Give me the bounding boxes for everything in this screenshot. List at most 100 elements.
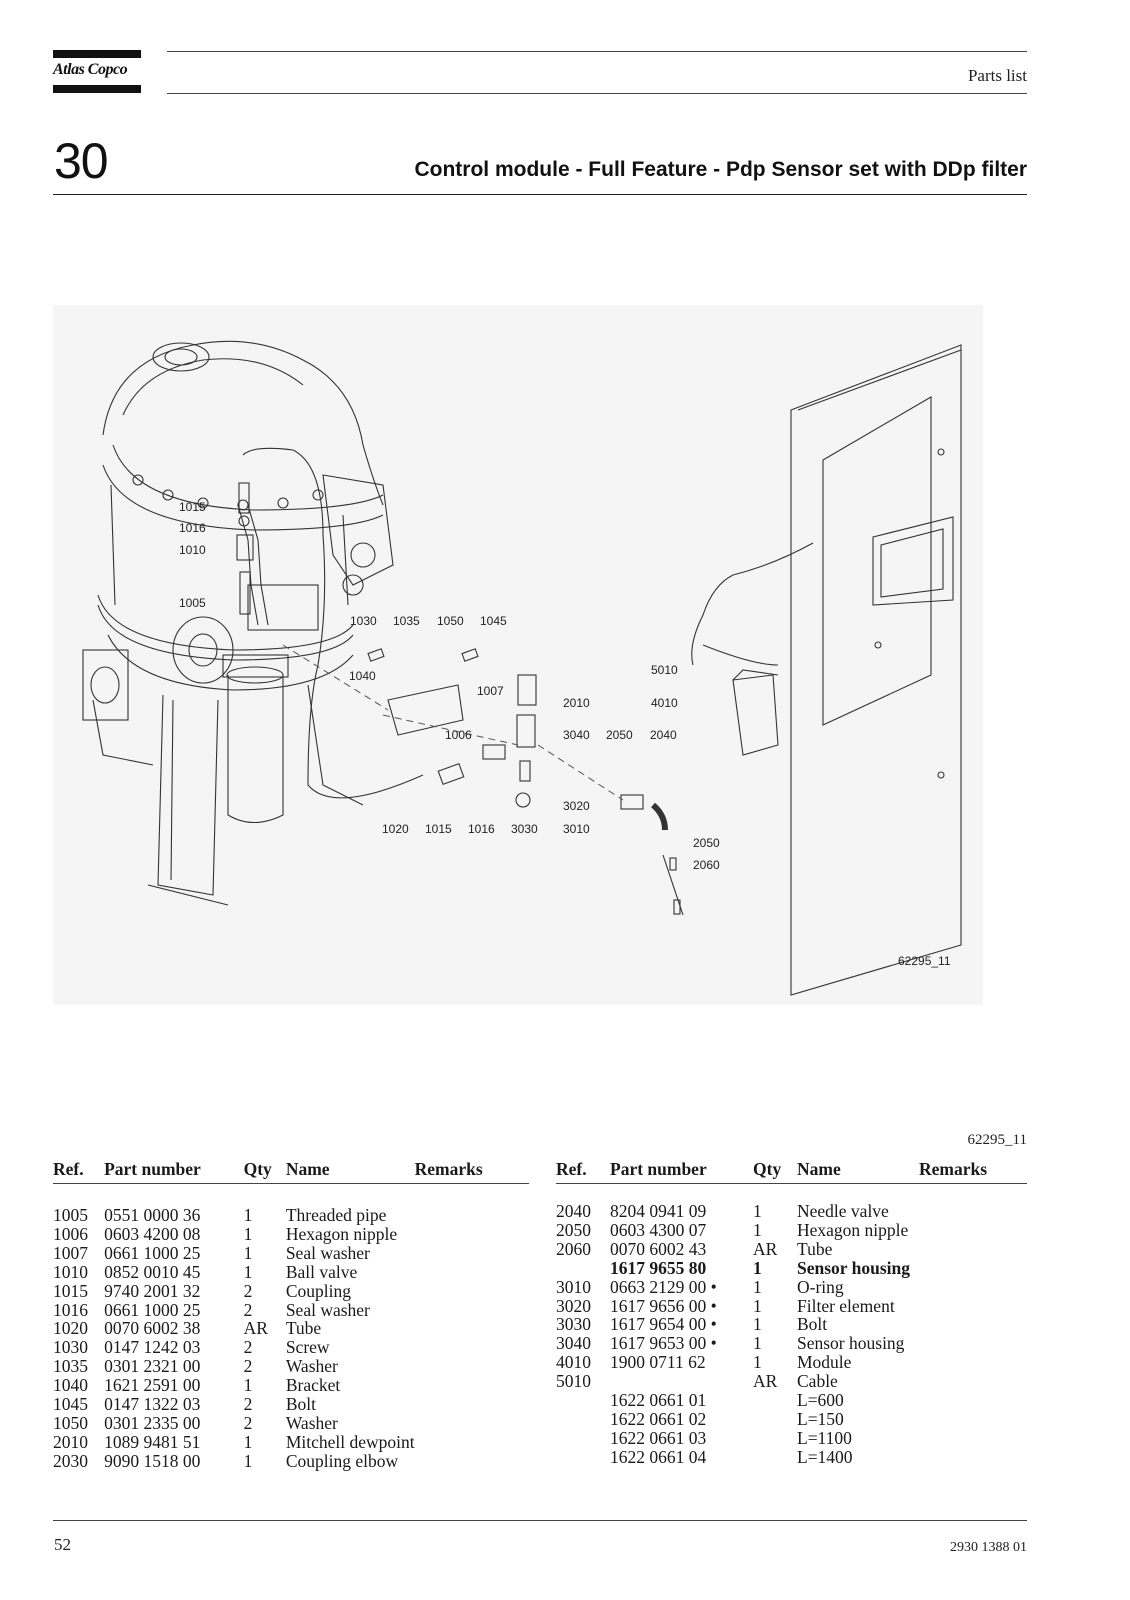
cell-qty — [753, 1429, 797, 1448]
cell-part: 1089 9481 51 — [104, 1431, 201, 1452]
cell-name: Tube — [797, 1238, 833, 1259]
cell-remarks — [415, 1225, 529, 1244]
cell-part: 0603 4200 08 — [104, 1223, 201, 1244]
cell-qty: 1 — [753, 1333, 762, 1354]
cell-name: Bolt — [797, 1314, 828, 1335]
cell-remarks — [919, 1372, 1027, 1391]
cell-part: 0852 0010 45 — [104, 1261, 201, 1282]
cell-remarks — [415, 1282, 529, 1301]
cell-part: 9090 1518 00 — [104, 1450, 201, 1471]
cell-name: Bracket — [285, 1375, 341, 1396]
callout-1045: 1045 — [480, 614, 507, 628]
cell-remarks — [919, 1297, 1027, 1316]
cell-ref: 1010 — [53, 1261, 88, 1282]
cell-name: Washer — [285, 1356, 338, 1377]
cell-name: Seal washer — [285, 1299, 370, 1320]
callout-1016: 1016 — [179, 521, 206, 535]
callout-1020: 1020 — [382, 822, 409, 836]
header-rule-bottom — [167, 93, 1027, 94]
callout-1010: 1010 — [179, 543, 206, 557]
exploded-view-drawing: 1015 1016 1010 1005 1030 1035 1050 1045 … — [53, 305, 983, 1005]
cell-ref: 4010 — [556, 1352, 591, 1373]
cell-name: Module — [797, 1352, 852, 1373]
header-part-number: Part number — [104, 1159, 244, 1184]
header-ref: Ref. — [53, 1159, 105, 1184]
callout-1015: 1015 — [179, 500, 206, 514]
cell-ref: 5010 — [556, 1371, 591, 1392]
assembly-lines — [282, 644, 624, 801]
cell-name: Mitchell dewpoint — [285, 1431, 415, 1452]
cell-name: L=600 — [797, 1390, 844, 1411]
cell-qty: 2 — [243, 1337, 253, 1358]
drawing-id: 62295_11 — [898, 954, 951, 968]
cell-qty: 1 — [753, 1219, 762, 1240]
cell-remarks — [415, 1244, 529, 1263]
callout-1050: 1050 — [437, 614, 464, 628]
cell-remarks — [919, 1334, 1027, 1353]
cell-ref — [556, 1410, 610, 1429]
cell-ref: 1016 — [53, 1299, 88, 1320]
cell-remarks — [415, 1301, 529, 1320]
cell-ref: 2010 — [53, 1431, 88, 1452]
cell-remarks — [415, 1319, 529, 1338]
cell-qty: 2 — [243, 1356, 253, 1377]
cell-ref: 1035 — [53, 1356, 88, 1377]
cell-remarks — [919, 1202, 1027, 1221]
callout-1007: 1007 — [477, 684, 504, 698]
header-name: Name — [285, 1159, 415, 1184]
cell-part: 0603 4300 07 — [610, 1219, 707, 1240]
cell-remarks — [415, 1338, 529, 1357]
cell-part: 1900 0711 62 — [610, 1352, 706, 1373]
callout-3040: 3040 — [563, 728, 590, 742]
cell-ref: 1050 — [53, 1412, 88, 1433]
cell-name: Hexagon nipple — [285, 1223, 398, 1244]
cell-name: O-ring — [797, 1276, 844, 1297]
cell-remarks — [415, 1357, 529, 1376]
cell-ref: 3030 — [556, 1314, 591, 1335]
cell-name: Coupling elbow — [285, 1450, 399, 1471]
cell-name: Washer — [285, 1412, 338, 1433]
footer-rule — [53, 1520, 1027, 1521]
cell-remarks — [919, 1278, 1027, 1297]
cell-name: Filter element — [797, 1295, 895, 1316]
header-part-number: Part number — [610, 1159, 753, 1184]
cell-name: Cable — [797, 1371, 838, 1392]
header-qty: Qty — [243, 1159, 286, 1184]
cell-qty: 1 — [753, 1201, 762, 1221]
cell-part — [610, 1372, 753, 1391]
cell-part: 0663 2129 00 • — [610, 1276, 717, 1297]
cell-part: 1617 9656 00 • — [610, 1295, 717, 1316]
cell-ref: 1045 — [53, 1394, 88, 1415]
callout-3030: 3030 — [511, 822, 538, 836]
cell-name: Bolt — [285, 1394, 316, 1415]
cell-ref — [556, 1259, 610, 1278]
callout-1030: 1030 — [350, 614, 377, 628]
cell-qty — [753, 1448, 797, 1467]
header-remarks: Remarks — [919, 1159, 1027, 1184]
callout-3020: 3020 — [563, 799, 590, 813]
header-qty: Qty — [753, 1159, 797, 1184]
cell-ref: 1007 — [53, 1242, 88, 1263]
cell-name: Screw — [285, 1337, 330, 1358]
cell-qty: 2 — [243, 1280, 253, 1301]
cell-ref: 3010 — [556, 1276, 591, 1297]
cell-name: Sensor housing — [797, 1333, 905, 1354]
cell-part: 1622 0661 01 — [610, 1390, 707, 1411]
cell-remarks — [919, 1353, 1027, 1372]
